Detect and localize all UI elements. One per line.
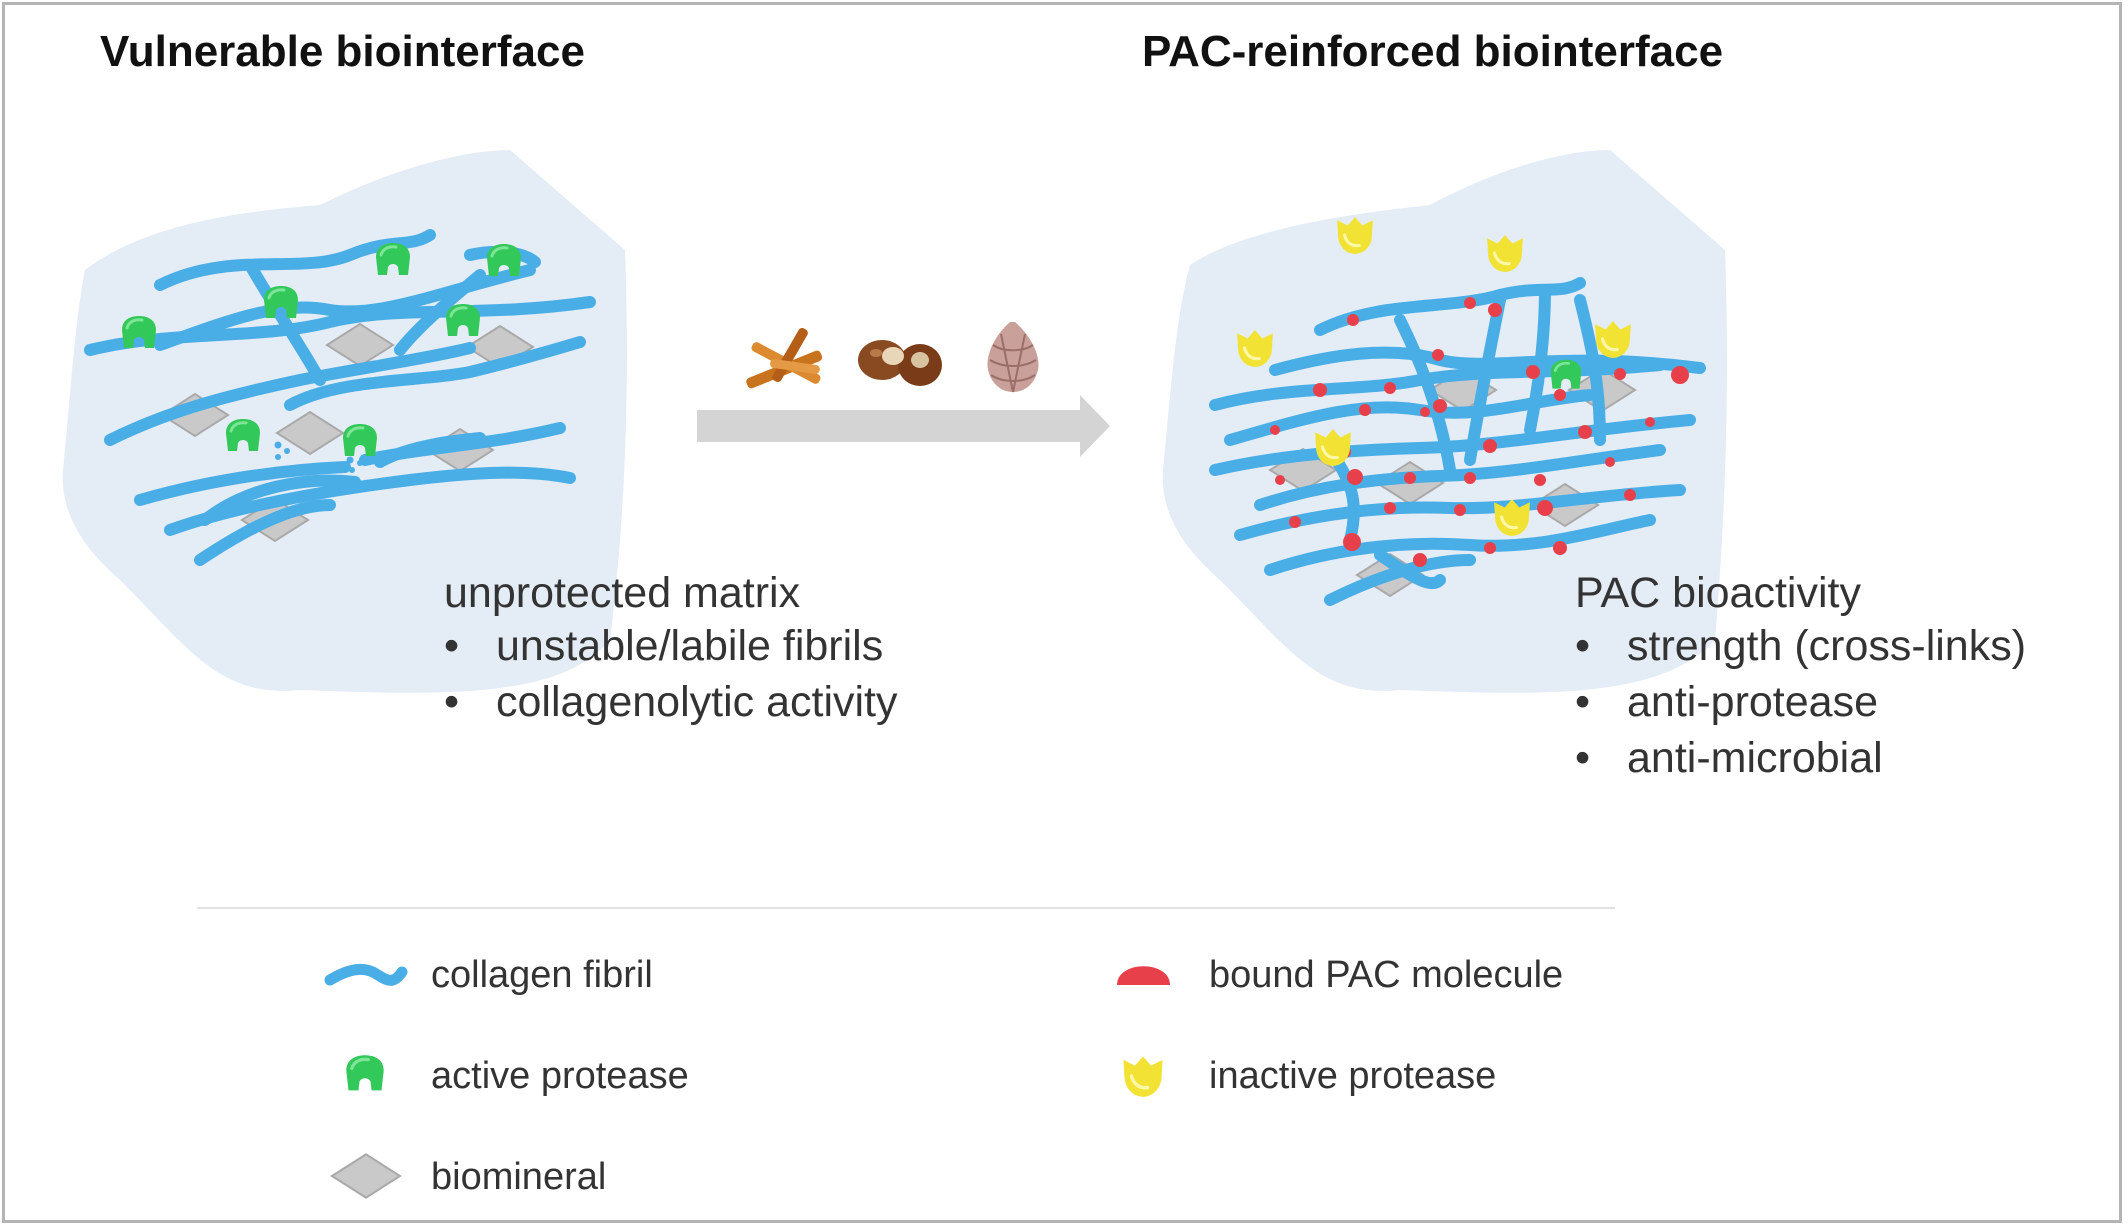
right-caption-heading: PAC bioactivity <box>1575 569 1861 617</box>
bound-pac-molecule-icon <box>1117 966 1170 985</box>
collagen-fibril-icon <box>324 963 408 986</box>
process-arrow <box>697 395 1110 457</box>
legend-label-bound-pac-molecule: bound PAC molecule <box>1209 954 1564 996</box>
active-protease-icon <box>344 1053 386 1093</box>
left-caption-bullets: unstable/labile fibrils collagenolytic a… <box>444 618 898 730</box>
legend-label-collagen-fibril: collagen fibril <box>431 954 653 996</box>
chestnut-icon <box>858 340 942 386</box>
legend-label-inactive-protease: inactive protease <box>1209 1055 1497 1097</box>
biomineral-icon <box>331 1153 401 1199</box>
left-caption-heading: unprotected matrix <box>444 569 801 617</box>
pine-cone-icon <box>987 322 1039 393</box>
left-bullet-item: collagenolytic activity <box>444 674 898 730</box>
left-collagen-fibrils <box>84 229 596 566</box>
right-matrix-diagram <box>1162 150 1727 693</box>
right-panel-title: PAC-reinforced biointerface <box>1142 27 1724 76</box>
left-fibril-fragments <box>274 441 363 473</box>
right-bullet-item: anti-microbial <box>1575 730 2026 786</box>
inactive-protease-icon <box>1121 1054 1165 1099</box>
left-bullet-item: unstable/labile fibrils <box>444 618 898 674</box>
legend-label-biomineral: biomineral <box>431 1156 607 1198</box>
cinnamon-sticks-icon <box>746 327 823 389</box>
right-bullet-item: anti-protease <box>1575 674 2026 730</box>
left-panel-title: Vulnerable biointerface <box>100 27 585 76</box>
left-matrix-diagram <box>62 150 627 693</box>
right-bullet-item: strength (cross-links) <box>1575 618 2026 674</box>
legend-label-active-protease: active protease <box>431 1055 689 1097</box>
right-caption-bullets: strength (cross-links) anti-protease ant… <box>1575 618 2026 786</box>
right-collagen-fibrils <box>1209 277 1706 606</box>
